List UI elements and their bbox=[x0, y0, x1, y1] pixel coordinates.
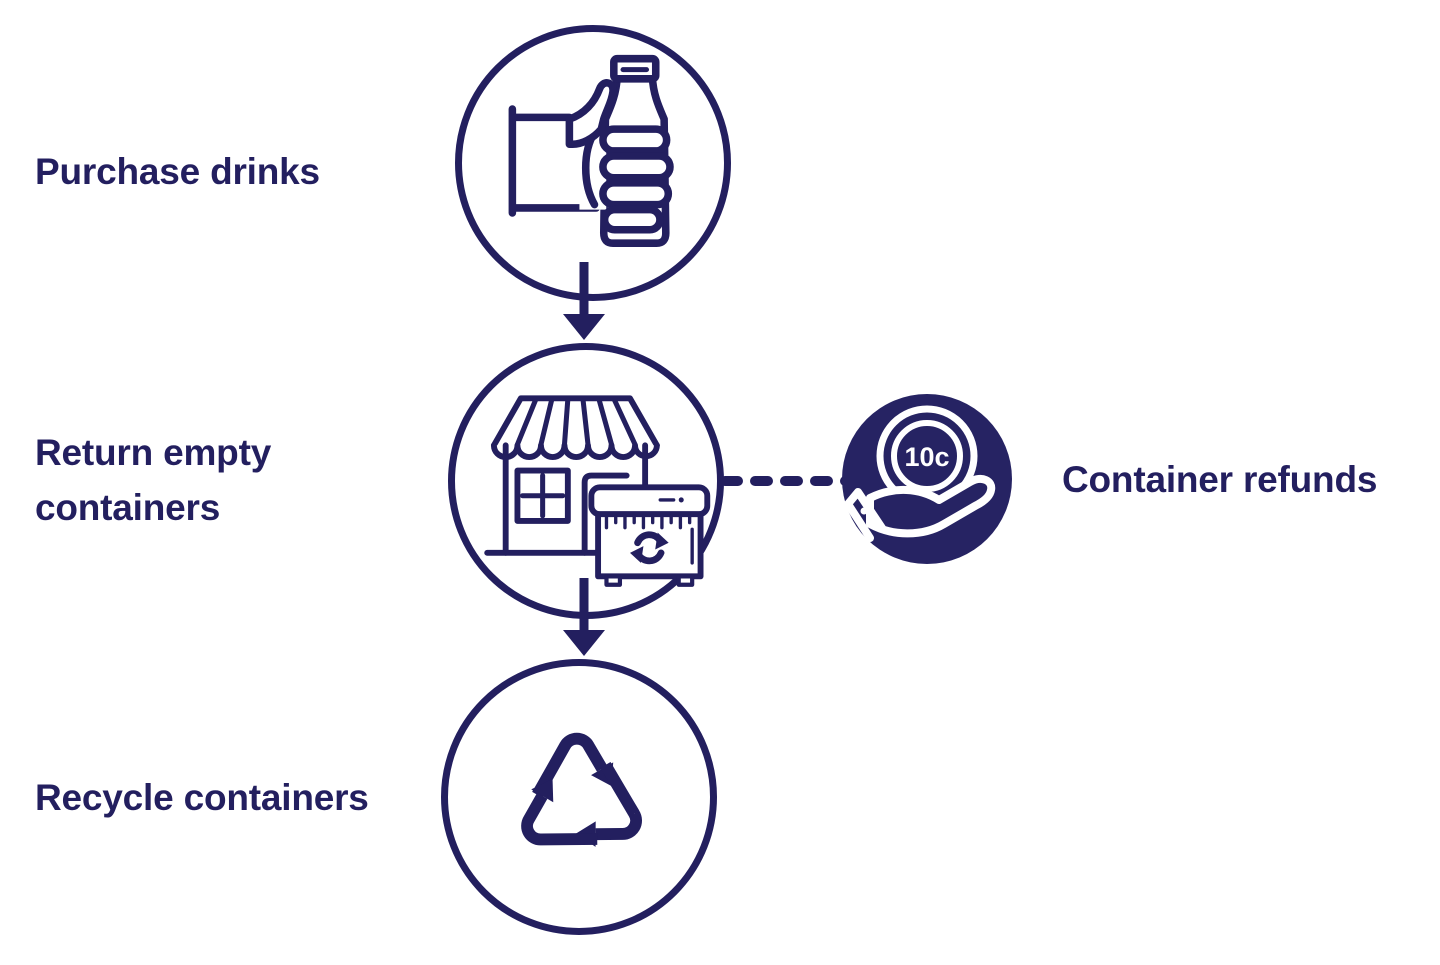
label-line-2: containers bbox=[35, 487, 221, 528]
awning-stripes bbox=[514, 396, 638, 447]
step-circle-recycle-containers bbox=[441, 659, 717, 935]
recycle-arrows-icon bbox=[521, 732, 642, 847]
refresh-arrows-icon bbox=[630, 531, 669, 565]
dashed-connector bbox=[722, 476, 848, 486]
machine-ticks bbox=[604, 514, 692, 530]
store-walls bbox=[502, 442, 649, 556]
fingers bbox=[599, 125, 674, 234]
step-label-purchase-drinks: Purchase drinks bbox=[35, 151, 320, 192]
machine-body bbox=[595, 511, 704, 580]
machine-lid bbox=[588, 484, 711, 518]
step-label-return-empty-containers: Return empty containers bbox=[35, 425, 271, 535]
awning-outline bbox=[490, 395, 660, 449]
coin-in-hand-icon: 10c bbox=[842, 394, 1012, 564]
recycle-arm-right bbox=[521, 778, 598, 846]
coin-value-text: 10c bbox=[904, 442, 949, 472]
awning-scallops bbox=[490, 442, 660, 460]
machine-foot-left bbox=[604, 574, 623, 587]
thumb bbox=[565, 79, 617, 149]
hand-holding-bottle-icon bbox=[508, 54, 674, 247]
arrow-down-icon bbox=[563, 262, 605, 340]
storefront-return-machine-icon bbox=[484, 395, 711, 587]
machine-foot-right bbox=[676, 574, 695, 587]
refund-label: Container refunds bbox=[1062, 459, 1378, 500]
step-label-recycle-containers: Recycle containers bbox=[35, 777, 369, 818]
awning-fill bbox=[493, 398, 657, 446]
step-circle-purchase-drinks bbox=[455, 25, 731, 301]
coin-inner-ring bbox=[891, 420, 963, 492]
label-line-1: Return empty bbox=[35, 432, 272, 473]
store-window-cross bbox=[519, 473, 566, 519]
store-door bbox=[581, 472, 630, 556]
open-hand bbox=[844, 475, 996, 542]
arrow-down-icon bbox=[563, 578, 605, 656]
machine-lid-dot bbox=[678, 497, 684, 503]
